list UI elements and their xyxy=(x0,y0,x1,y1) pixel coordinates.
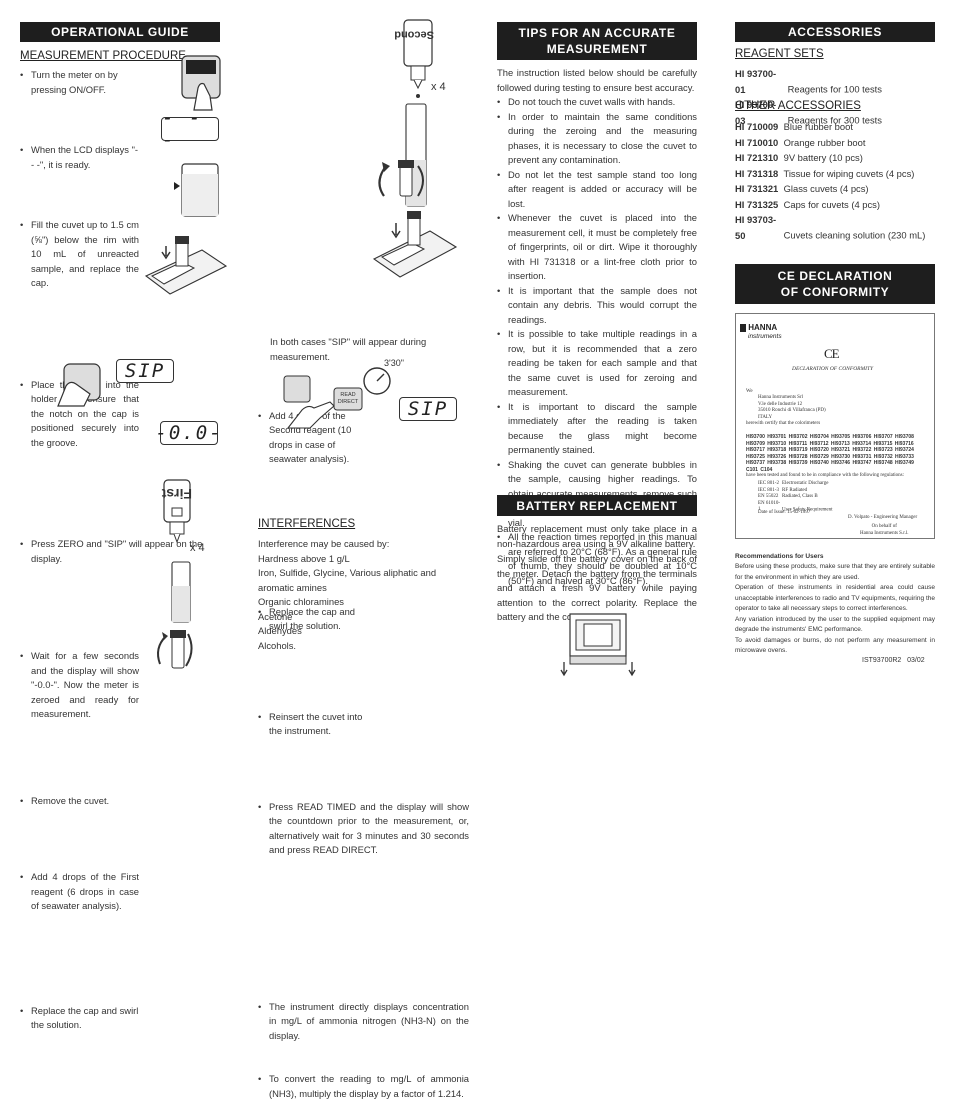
interferences-title: INTERFERENCES xyxy=(258,518,356,530)
second-reagent-bottle-illustration xyxy=(403,19,433,98)
lcd-sip-display: SIP xyxy=(116,359,174,383)
meter-insert-illustration xyxy=(144,236,228,295)
lcd-sip-display-2: SIP xyxy=(399,397,457,421)
tip-item: It is important that the sample does not… xyxy=(497,284,697,328)
battery-replacement-illustration xyxy=(560,613,636,677)
reagent-sets-list: HI 93700-01 Reagents for 100 tests HI 93… xyxy=(735,66,945,128)
accessory-row: HI 710009 Blue rubber boot xyxy=(735,121,853,132)
step-fill-cuvet: Fill the cuvet up to 1.5 cm (⅝") below t… xyxy=(20,218,139,291)
press-zero-illustration xyxy=(57,363,101,407)
first-drops-count: x 4 xyxy=(190,542,205,554)
step-direct-display: The instrument directly displays concent… xyxy=(258,1000,469,1044)
lcd-ready-display: - - - xyxy=(161,107,219,151)
tips-header: TIPS FOR AN ACCURATE MEASUREMENT xyxy=(497,22,697,60)
accessory-row: HI 731318 Tissue for wiping cuvets (4 pc… xyxy=(735,167,915,179)
cuvet-fill-illustration xyxy=(174,163,219,217)
recommendations-text: Before using these products, make sure t… xyxy=(735,563,935,654)
tip-item: Shaking the cuvet can generate bubbles i… xyxy=(497,458,697,531)
battery-replacement-header: BATTERY REPLACEMENT xyxy=(497,495,697,516)
accessories-header: ACCESSORIES xyxy=(735,22,935,42)
cert-we: We xyxy=(746,389,753,394)
step-read-timed: Press READ TIMED and the display will sh… xyxy=(258,800,469,858)
battery-paragraph-1: Battery replacement must only take place… xyxy=(497,523,697,549)
accessory-row: HI 710010 Orange rubber boot xyxy=(735,136,866,148)
accessory-row: HI 731321 Glass cuvets (4 pcs) xyxy=(735,183,869,194)
accessory-row: HI 721310 9V battery (10 pcs) xyxy=(735,152,863,163)
reagent-sets-title: REAGENT SETS xyxy=(735,48,824,60)
tip-item: It is possible to take multiple readings… xyxy=(497,327,697,400)
step-swirl-1: Replace the cap and swirl the solution. xyxy=(20,1004,139,1033)
interference-item: Acetone xyxy=(258,610,293,622)
document-code: IST93700R2 03/02 xyxy=(862,657,925,664)
interference-item: Aldehydes xyxy=(258,625,302,636)
tip-item: In order to maintain the same conditions… xyxy=(497,110,697,168)
second-bottle-label: Second xyxy=(394,28,434,41)
ce-mark: CE xyxy=(824,346,840,361)
first-bottle-label: First xyxy=(161,486,192,502)
cert-herewith: herewith certify that the colorimeters xyxy=(746,421,821,426)
accessory-row: HI 731325 Caps for cuvets (4 pcs) xyxy=(735,198,880,210)
timer-readout: 3'30" xyxy=(384,358,404,368)
reagent-set-row: HI 93700-01 Reagents for 100 tests xyxy=(735,68,882,95)
step-press-zero: Press ZERO and "SIP" will appear on the … xyxy=(20,537,231,566)
ce-declaration-header: CE DECLARATION OF CONFORMITY xyxy=(735,264,935,304)
step-reinsert-cuvet: Reinsert the cuvet into the instrument. xyxy=(258,710,373,739)
tip-item: It is important to discard the sample im… xyxy=(497,400,697,458)
cert-date: Date of Issue: 15-02-1997 xyxy=(758,510,811,515)
measurement-procedure-title: MEASUREMENT PROCEDURE xyxy=(20,50,186,62)
interference-item: Hardness above 1 g/L xyxy=(258,552,350,564)
step-convert-ammonia: To convert the reading to mg/L of ammoni… xyxy=(258,1072,469,1101)
second-drops-count: x 4 xyxy=(431,81,446,93)
operational-guide-header: OPERATIONAL GUIDE xyxy=(20,22,220,42)
recommendations-title: Recommendations for Users xyxy=(735,553,824,560)
lcd-zero-display: -0.0- xyxy=(155,421,223,445)
tip-item: Do not let the test sample stand too lon… xyxy=(497,168,697,212)
step-swirl-2: Replace the cap and swirl the solution. xyxy=(258,605,373,634)
tip-item: Whenever the cuvet is placed into the me… xyxy=(497,211,697,284)
both-cases-note: In both cases "SIP" will appear during m… xyxy=(270,336,427,362)
swirl-illustration-1 xyxy=(157,630,193,669)
read-direct-label: READ DIRECT xyxy=(337,392,359,405)
tips-intro: The instruction listed below should be c… xyxy=(497,67,697,93)
interference-item: Alcohols. xyxy=(258,639,297,651)
meter-reinsert-illustration xyxy=(372,211,458,278)
cert-behalf: On behalf of Hanna Instruments S.r.l. xyxy=(860,524,909,536)
cert-signer: D. Volpato - Engineering Manager xyxy=(848,515,918,520)
tip-item: All the reaction times reported in this … xyxy=(497,530,697,588)
timer-clock-illustration xyxy=(363,367,391,395)
cert-title: DECLARATION OF CONFORMITY xyxy=(792,366,874,372)
step-add-first-reagent: Add 4 drops of the First reagent (6 drop… xyxy=(20,870,139,914)
swirl-illustration-2 xyxy=(378,160,424,197)
reagent-set-row: HI 93700-03 Reagents for 300 tests xyxy=(735,99,882,126)
first-reagent-bottle-illustration xyxy=(163,479,191,544)
read-button-illustration xyxy=(283,375,363,429)
step-lcd-ready: When the LCD displays "- - -", it is rea… xyxy=(20,143,139,172)
on-off-button-illustration xyxy=(181,55,221,111)
first-cuvet-illustration xyxy=(171,561,191,623)
other-accessories-title: OTHER ACCESSORIES xyxy=(735,100,861,112)
interference-item: Organic chloramines xyxy=(258,596,344,607)
interference-item: Iron, Sulfide, Glycine, Various aliphati… xyxy=(258,567,437,593)
cert-address: Hanna Instruments Srl V.le delle Industr… xyxy=(758,395,826,420)
ce-certificate: HANNA instruments CE DECLARATION OF CONF… xyxy=(735,313,935,539)
accessory-row: HI 93703-50 Cuvets cleaning solution (23… xyxy=(735,214,926,241)
cert-models: HI93700 HI93701 HI93702 HI93704 HI93705 … xyxy=(746,434,914,473)
step-turn-on: Turn the meter on by pressing ON/OFF. xyxy=(20,68,139,97)
tip-item: Do not touch the cuvet walls with hands. xyxy=(497,95,697,110)
other-accessories-list: HI 710009 Blue rubber boot HI 710010 Ora… xyxy=(735,119,950,243)
step-remove-cuvet: Remove the cuvet. xyxy=(20,794,139,809)
battery-paragraph-2: Simply slide off the battery cover on th… xyxy=(497,553,697,622)
step-wait-zero: Wait for a few seconds and the display w… xyxy=(20,649,139,722)
interferences-list: Interference may be caused by: Hardness … xyxy=(258,537,468,653)
cert-tested: have been tested and found to be in comp… xyxy=(746,473,905,478)
interference-item: Interference may be caused by: xyxy=(258,538,390,549)
hanna-logo: HANNA instruments xyxy=(740,324,782,341)
